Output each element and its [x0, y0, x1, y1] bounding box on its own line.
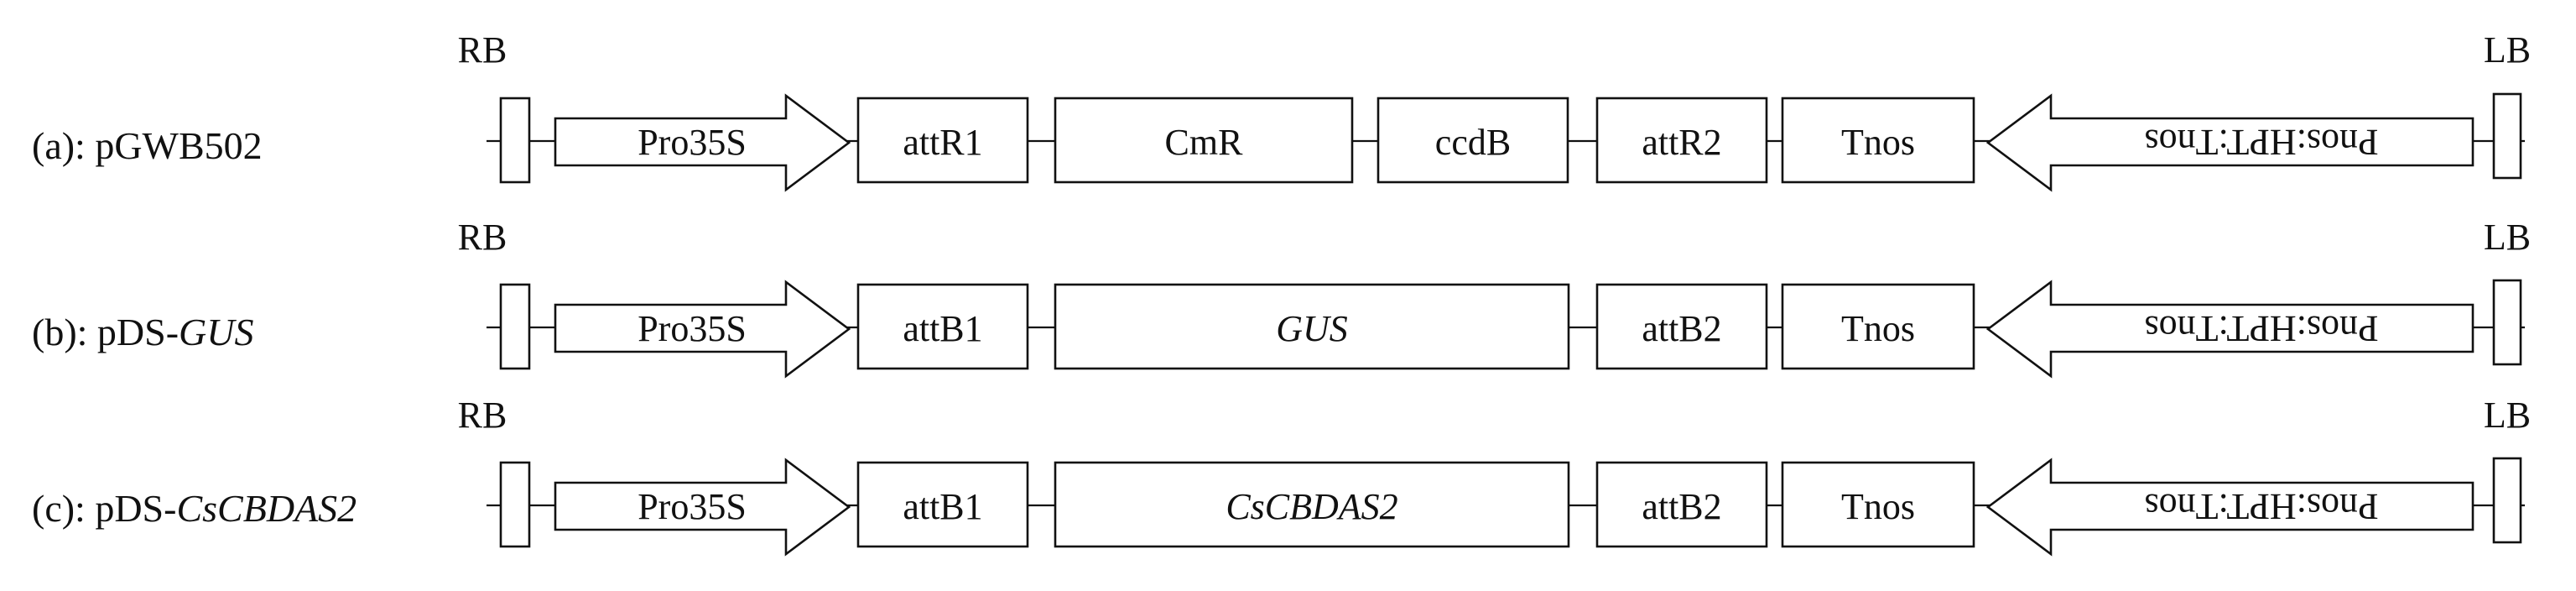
att-site-2-label: attB2	[1642, 486, 1721, 527]
construct-name-prefix: (a): pGWB502	[32, 124, 263, 167]
lb-label: LB	[2484, 395, 2531, 436]
construct-a: RB LB (a): pGWB502 Pro35S attR1 CmR ccdB…	[32, 29, 2531, 192]
gene-box	[1054, 283, 1570, 370]
construct-name: (a): pGWB502	[32, 124, 263, 167]
selection-marker-arrow	[1985, 93, 2475, 192]
att-site-2-box	[1595, 97, 1768, 184]
selection-marker-label: Pnos:HPT:Tnos	[2145, 122, 2379, 163]
att-site-1-label: attR1	[903, 122, 982, 163]
tnos-box	[1781, 283, 1975, 370]
tnos-label: Tnos	[1841, 486, 1915, 527]
att-site-1-label: attB1	[903, 486, 982, 527]
att-site-2-box	[1595, 283, 1768, 370]
cmr-label: CmR	[1165, 122, 1244, 163]
att-site-1-box	[856, 97, 1029, 184]
construct-name-gene: CsCBDAS2	[176, 487, 356, 530]
lb-border-box	[2492, 279, 2522, 366]
ccdb-label: ccdB	[1435, 122, 1511, 163]
promoter-label: Pro35S	[637, 308, 747, 349]
att-site-1-box	[856, 461, 1029, 548]
promoter-label: Pro35S	[637, 486, 747, 527]
construct-c: RB LB (c): pDS-CsCBDAS2 Pro35S attB1 CsC…	[32, 395, 2531, 557]
selection-marker-label: Pnos:HPT:Tnos	[2145, 308, 2379, 349]
gene-box	[1054, 461, 1570, 548]
att-site-2-label: attB2	[1642, 308, 1721, 349]
rb-label: RB	[458, 217, 507, 258]
lb-border-box	[2492, 92, 2522, 180]
rb-label: RB	[458, 395, 507, 436]
lb-border-box	[2492, 457, 2522, 544]
construct-b: RB LB (b): pDS-GUS Pro35S attB1 GUS attB…	[32, 217, 2531, 379]
lb-label: LB	[2484, 29, 2531, 71]
tnos-box	[1781, 461, 1975, 548]
tnos-label: Tnos	[1841, 122, 1915, 163]
ccdb-box	[1376, 97, 1569, 184]
rb-border-box	[499, 283, 531, 370]
lb-label: LB	[2484, 217, 2531, 258]
promoter-arrow	[554, 93, 851, 192]
gene-label: CsCBDAS2	[1226, 486, 1397, 527]
selection-marker-arrow	[1985, 458, 2475, 557]
rb-border-box	[499, 461, 531, 548]
att-site-2-label: attR2	[1642, 122, 1721, 163]
promoter-label: Pro35S	[637, 122, 747, 163]
construct-name-prefix: (c): pDS-	[32, 487, 176, 530]
att-site-2-box	[1595, 461, 1768, 548]
rb-border-box	[499, 97, 531, 184]
promoter-arrow	[554, 458, 851, 557]
construct-name-prefix: (b): pDS-	[32, 311, 179, 353]
construct-name: (b): pDS-GUS	[32, 311, 254, 353]
selection-marker-arrow	[1985, 280, 2475, 379]
construct-name: (c): pDS-CsCBDAS2	[32, 487, 356, 530]
cmr-box	[1054, 97, 1354, 184]
gene-label: GUS	[1276, 308, 1348, 349]
rb-label: RB	[458, 29, 507, 71]
selection-marker-label: Pnos:HPT:Tnos	[2145, 486, 2379, 527]
att-site-1-label: attB1	[903, 308, 982, 349]
att-site-1-box	[856, 283, 1029, 370]
tnos-box	[1781, 97, 1975, 184]
promoter-arrow	[554, 280, 851, 379]
construct-name-gene: GUS	[179, 311, 253, 353]
tnos-label: Tnos	[1841, 308, 1915, 349]
